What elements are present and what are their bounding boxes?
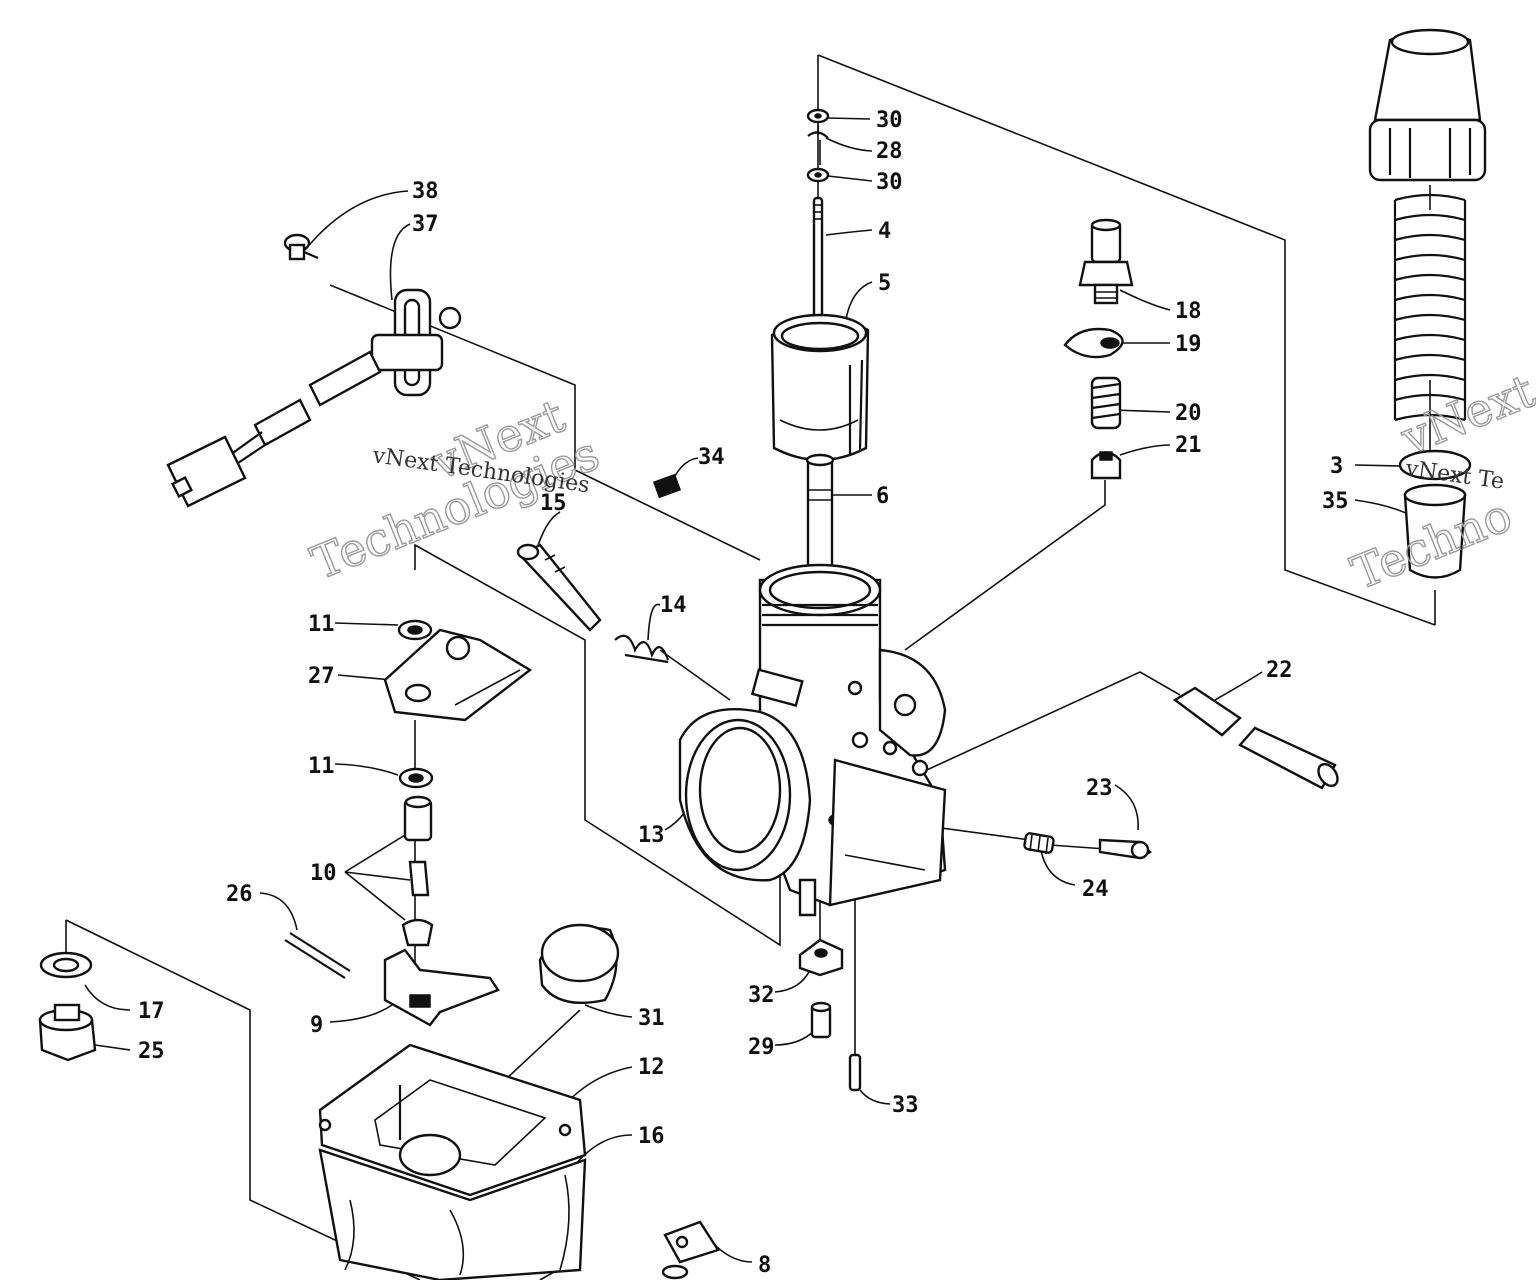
spring-large-right — [1393, 193, 1467, 422]
callout-27: 27 — [308, 664, 335, 689]
bowl-gasket-12 — [318, 1043, 587, 1197]
callout-11-top: 11 — [308, 612, 335, 637]
washer-30-top — [806, 108, 830, 124]
callout-4: 4 — [878, 219, 891, 244]
callout-13: 13 — [638, 823, 665, 848]
callout-33: 33 — [892, 1093, 919, 1118]
throttle-sensor-37 — [166, 288, 462, 508]
callout-21: 21 — [1175, 433, 1202, 458]
callout-32: 32 — [748, 983, 775, 1008]
callout-15: 15 — [540, 491, 567, 516]
callout-30-lower: 30 — [876, 170, 903, 195]
drain-plug-25 — [38, 1003, 97, 1062]
screw-15 — [516, 543, 602, 632]
washer-17 — [39, 951, 93, 979]
washer-11-lower — [398, 767, 434, 789]
leader-lines — [84, 117, 1411, 1263]
callout-labels: 30 28 30 4 5 6 38 37 18 19 20 21 34 15 1… — [138, 108, 1349, 1278]
nut-32 — [798, 938, 844, 977]
callout-14: 14 — [660, 593, 687, 618]
hose-22 — [1172, 686, 1339, 790]
float-31 — [538, 923, 620, 1004]
callout-25: 25 — [138, 1039, 165, 1064]
washer-30-lower — [806, 167, 830, 183]
seat-3 — [1398, 449, 1472, 481]
callout-23: 23 — [1086, 776, 1113, 801]
callout-35: 35 — [1322, 489, 1349, 514]
spring-14 — [614, 634, 670, 664]
callout-31: 31 — [638, 1006, 665, 1031]
callout-17: 17 — [138, 999, 165, 1024]
callout-3: 3 — [1330, 454, 1343, 479]
spring-20 — [1090, 376, 1122, 430]
callout-26: 26 — [226, 882, 253, 907]
callout-10: 10 — [310, 861, 337, 886]
callout-22: 22 — [1266, 658, 1293, 683]
callout-30-top: 30 — [876, 108, 903, 133]
gasket-19 — [1063, 327, 1124, 359]
float-arm-9 — [383, 948, 500, 1027]
callout-37: 37 — [412, 212, 439, 237]
watermark: vNext Technologies vNext Technologies vN… — [303, 363, 1536, 601]
callout-11-lower: 11 — [308, 754, 335, 779]
float-needle-21 — [1090, 451, 1122, 480]
callout-38: 38 — [412, 179, 439, 204]
callout-9: 9 — [310, 1013, 323, 1038]
main-jet-10 — [401, 795, 434, 947]
washer-11-top — [397, 619, 433, 641]
clip-28 — [807, 131, 829, 139]
valve-seat-18 — [1078, 218, 1134, 305]
plate-8 — [661, 1220, 720, 1280]
callout-24: 24 — [1082, 877, 1109, 902]
callout-20: 20 — [1175, 401, 1202, 426]
air-screw-23 — [1098, 838, 1152, 860]
screw-38 — [283, 233, 319, 261]
callout-5: 5 — [878, 271, 891, 296]
reference-lines — [65, 54, 1436, 1281]
callout-28: 28 — [876, 139, 903, 164]
spring-24 — [1023, 832, 1055, 855]
callout-8: 8 — [758, 1253, 771, 1278]
callout-18: 18 — [1175, 299, 1202, 324]
holder-35 — [1403, 483, 1467, 579]
callout-29: 29 — [748, 1035, 775, 1060]
cap-top-right — [1368, 28, 1487, 182]
float-pin-26 — [284, 932, 351, 979]
callout-12: 12 — [638, 1055, 665, 1080]
block-34 — [652, 473, 682, 499]
callout-34: 34 — [698, 445, 725, 470]
callout-6: 6 — [876, 484, 889, 509]
callout-19: 19 — [1175, 332, 1202, 357]
carburetor-body-13 — [678, 563, 947, 917]
float-bowl-16 — [318, 1085, 587, 1282]
callout-16: 16 — [638, 1124, 665, 1149]
gasket-plate-27 — [383, 628, 533, 722]
pin-33 — [848, 1053, 862, 1092]
jet-29 — [810, 1001, 832, 1039]
throttle-slide-5 — [770, 313, 870, 462]
